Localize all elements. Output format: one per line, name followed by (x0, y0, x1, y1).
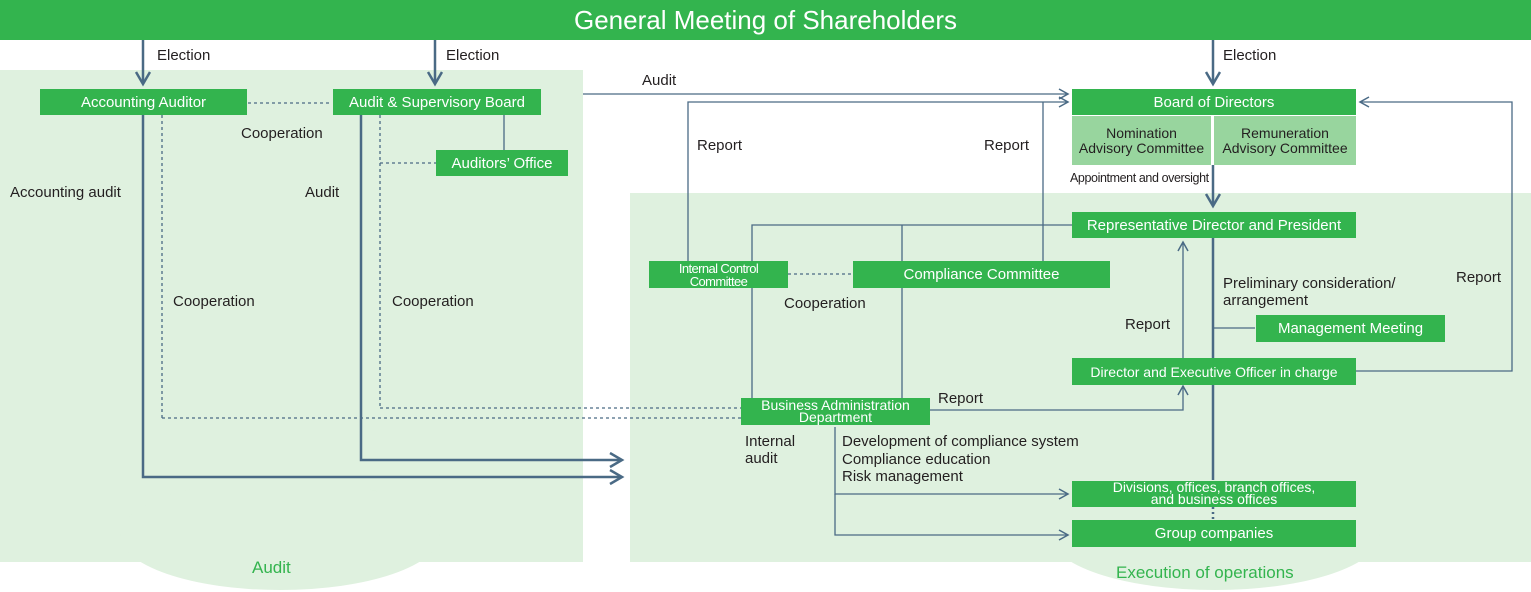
icc-report-arrow (687, 96, 1070, 261)
functions-label: Development of compliance system Complia… (842, 433, 1079, 486)
accounting-auditor-box[interactable]: Accounting Auditor (40, 89, 247, 115)
preliminary-label: Preliminary consideration/ arrangement (1223, 275, 1396, 310)
function-compliance-system: Development of compliance system (842, 433, 1079, 450)
audit-label-left: Audit (305, 184, 340, 201)
mm-label: Management Meeting (1277, 320, 1424, 337)
report-label-icc: Report (697, 137, 743, 154)
cooperation-label-mid: Cooperation (392, 293, 474, 310)
remuneration-line1: Remuneration (1241, 124, 1329, 141)
internal-audit-label: Internal audit (745, 433, 795, 468)
management-meeting-box[interactable]: Management Meeting (1256, 315, 1445, 342)
report-label-bad: Report (938, 390, 984, 407)
group-companies-label: Group companies (1154, 525, 1274, 542)
divisions-line2: and business offices (1150, 491, 1278, 507)
cc-label: Compliance Committee (903, 266, 1060, 283)
right-report-arrow (1356, 96, 1513, 372)
audit-zone-bump (120, 480, 440, 590)
cooperation-label-exec: Cooperation (784, 295, 866, 312)
representative-director-box[interactable]: Representative Director and President (1072, 212, 1356, 238)
accounting-auditor-label: Accounting Auditor (80, 93, 207, 111)
general-meeting-header: General Meeting of Shareholders (0, 0, 1531, 40)
audit-label-top: Audit (642, 72, 677, 89)
internal-control-committee-box[interactable]: Internal Control Committee (649, 261, 788, 288)
appointment-oversight-label: Appointment and oversight (1070, 171, 1209, 185)
deo-label: Director and Executive Officer in charge (1090, 363, 1338, 380)
general-meeting-title: General Meeting of Shareholders (573, 5, 957, 35)
cooperation-label-left: Cooperation (173, 293, 255, 310)
preliminary-line1: Preliminary consideration/ (1223, 275, 1396, 292)
icc-label: Internal Control Committee (678, 260, 759, 289)
internal-audit-line1: Internal (745, 433, 796, 450)
remuneration-line2: Advisory Committee (1222, 139, 1348, 156)
bad-line2: Department (798, 408, 873, 425)
director-executive-officer-box[interactable]: Director and Executive Officer in charge (1072, 358, 1356, 385)
nomination-line2: Advisory Committee (1078, 139, 1205, 156)
internal-audit-line2: audit (745, 450, 778, 468)
bad-group-arrow (834, 494, 1070, 541)
board-label: Board of Directors (1153, 93, 1275, 111)
rep-director-label: Representative Director and President (1086, 216, 1342, 234)
election-label-2: Election (446, 47, 500, 64)
cooperation-label-top: Cooperation (241, 125, 323, 142)
nomination-line1: Nomination (1106, 124, 1177, 141)
execution-zone-title: Execution of operations (1116, 563, 1294, 582)
bad-line1: Business Administration (761, 396, 910, 413)
board-of-directors-box[interactable]: Board of Directors (1072, 89, 1356, 115)
compliance-committee-box[interactable]: Compliance Committee (853, 261, 1110, 288)
accounting-audit-arrow (141, 115, 622, 477)
report-label-deo: Report (1125, 316, 1171, 333)
election-label-1: Election (157, 47, 211, 64)
preliminary-line2: arrangement (1223, 292, 1309, 310)
asb-label: Audit & Supervisory Board (349, 93, 525, 111)
bad-report-arrow (930, 384, 1189, 411)
election-label-3: Election (1223, 47, 1277, 64)
divisions-line1: Divisions, offices, branch offices, (1112, 479, 1316, 496)
audit-zone-title: Audit (252, 558, 291, 577)
group-companies-box[interactable]: Group companies (1072, 520, 1356, 547)
accounting-audit-label: Accounting audit (10, 184, 121, 201)
function-compliance-education: Compliance education (842, 450, 991, 468)
audit-supervisory-board-box[interactable]: Audit & Supervisory Board (333, 89, 541, 115)
report-label-cc: Report (984, 137, 1030, 154)
divisions-box[interactable]: Divisions, offices, branch offices,and b… (1072, 479, 1356, 507)
function-risk-management: Risk management (842, 468, 963, 486)
report-label-right: Report (1456, 269, 1502, 286)
auditors-office-box[interactable]: Auditors’ Office (436, 150, 568, 176)
asb-audit-arrow (359, 115, 622, 460)
auditors-office-label: Auditors’ Office (451, 154, 553, 172)
